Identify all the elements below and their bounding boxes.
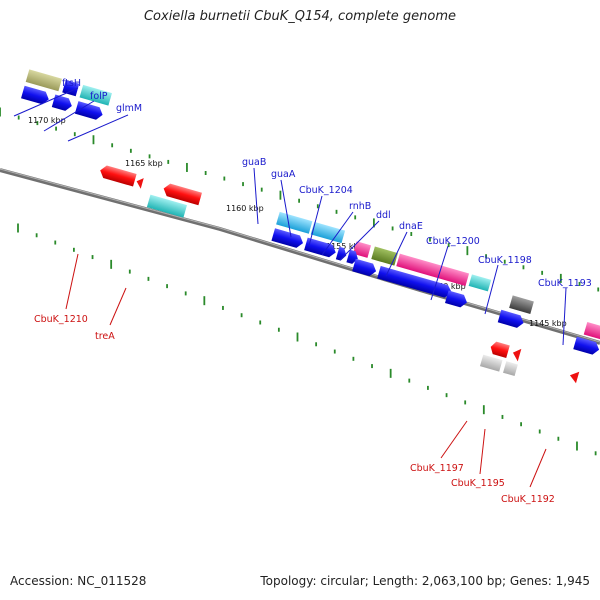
leader-line-ftsH bbox=[13, 87, 79, 117]
gene-label-glmM: glmM bbox=[116, 103, 142, 114]
gene-label-CbuK_1198: CbuK_1198 bbox=[478, 255, 532, 266]
leader-line-rnhB bbox=[321, 211, 354, 256]
gene-feature-ftsH bbox=[25, 69, 62, 92]
gene-label-folP: folP bbox=[90, 91, 108, 102]
leader-line-guaA bbox=[280, 179, 292, 238]
tick-row-top bbox=[0, 107, 600, 292]
gene-label-CbuK_1204: CbuK_1204 bbox=[299, 185, 353, 196]
cds-arrow bbox=[51, 94, 72, 111]
gene-feature-folP bbox=[62, 79, 80, 97]
cds-arrow-reverse bbox=[569, 371, 580, 384]
gene-label-CbuK_1200: CbuK_1200 bbox=[426, 236, 480, 247]
gene-feature-CbuK_1195 bbox=[503, 361, 518, 377]
leader-line-CbuK_1195 bbox=[479, 428, 486, 475]
gene-feature-CbuK_1197 bbox=[479, 354, 503, 372]
cds-arrow bbox=[21, 85, 49, 105]
gene-label-CbuK_1197: CbuK_1197 bbox=[410, 463, 464, 474]
leader-line-CbuK_1200 bbox=[430, 245, 449, 301]
cds-arrow bbox=[445, 290, 467, 308]
cds-arrow bbox=[497, 309, 524, 328]
gene-label-guaB: guaB bbox=[242, 157, 266, 168]
cds-arrow bbox=[352, 258, 377, 277]
leader-line-CbuK_1204 bbox=[308, 195, 323, 247]
reverse-gene-labels: CbuK_1210 treA CbuK_1197 CbuK_1195 CbuK_… bbox=[34, 253, 555, 505]
forward-annotated-genes bbox=[25, 69, 600, 341]
gene-feature-CbuK_1193 bbox=[583, 321, 600, 341]
kbp-label-1165: 1165 kbp bbox=[125, 159, 163, 168]
leader-line-folP bbox=[43, 100, 95, 132]
leader-line-treA bbox=[109, 287, 127, 326]
cds-arrow-reverse bbox=[512, 348, 522, 362]
gene-label-CbuK_1192: CbuK_1192 bbox=[501, 494, 555, 505]
kbp-label-1170: 1170 kbp bbox=[28, 116, 66, 125]
kbp-label-1160: 1160 kbp bbox=[226, 204, 264, 213]
gene-feature-guaA bbox=[310, 221, 346, 244]
cds-arrow-reverse bbox=[163, 183, 202, 206]
leader-line-CbuK_1192 bbox=[529, 448, 547, 488]
cds-arrow bbox=[271, 228, 304, 248]
leader-line-CbuK_1198 bbox=[484, 264, 499, 315]
gene-feature-glmM bbox=[79, 84, 112, 106]
gene-feature-guaB bbox=[276, 211, 313, 234]
accession-text: Accession: NC_011528 bbox=[10, 574, 147, 588]
gene-label-ddl: ddl bbox=[376, 210, 391, 221]
map-title: Coxiella burnetii CbuK_Q154, complete ge… bbox=[143, 9, 457, 24]
gene-label-dnaE: dnaE bbox=[399, 221, 423, 232]
gene-feature-CbuK_1200 bbox=[468, 274, 492, 292]
gene-feature-ddl bbox=[371, 246, 398, 266]
leader-line-guaB bbox=[253, 167, 259, 225]
cds-arrow bbox=[377, 265, 453, 298]
gene-label-CbuK_1210: CbuK_1210 bbox=[34, 314, 88, 325]
leader-line-dnaE bbox=[385, 231, 408, 277]
genome-summary-text: Topology: circular; Length: 2,063,100 bp… bbox=[260, 574, 590, 588]
forward-gene-labels: ftsH folP glmM guaB guaA CbuK_1204 rnhB … bbox=[13, 78, 592, 346]
leader-line-glmM bbox=[67, 114, 129, 142]
gene-label-ftsH: ftsH bbox=[62, 78, 81, 89]
gene-label-CbuK_1195: CbuK_1195 bbox=[451, 478, 505, 489]
gene-feature-CbuK_1198 bbox=[509, 295, 534, 314]
cds-arrow-reverse bbox=[136, 178, 144, 189]
gene-label-CbuK_1193: CbuK_1193 bbox=[538, 278, 592, 289]
cds-arrow bbox=[346, 249, 358, 264]
cds-arrow-reverse bbox=[100, 165, 137, 187]
gene-feature-dnaE bbox=[396, 253, 470, 287]
forward-cds-arrows bbox=[21, 85, 600, 355]
leader-line-CbuK_1193 bbox=[562, 287, 567, 346]
cds-arrow bbox=[304, 237, 336, 258]
leader-line-CbuK_1197 bbox=[440, 420, 468, 459]
leader-line-ddl bbox=[339, 220, 380, 261]
gene-label-guaA: guaA bbox=[271, 169, 296, 180]
gene-feature-CbuK_1204 bbox=[353, 241, 372, 258]
cds-arrow bbox=[74, 101, 103, 120]
kbp-label-1145: 1145 kbp bbox=[529, 319, 567, 328]
gene-label-rnhB: rnhB bbox=[349, 201, 371, 212]
reverse-features bbox=[100, 165, 580, 384]
gene-label-treA: treA bbox=[95, 331, 115, 342]
kbp-label-1155: 1155 kbp bbox=[326, 242, 364, 251]
cds-arrow-reverse bbox=[490, 341, 510, 359]
gene-feature-treA bbox=[146, 194, 187, 218]
leader-line-CbuK_1210 bbox=[65, 253, 79, 310]
cds-arrow bbox=[573, 336, 600, 355]
tick-row-bottom bbox=[17, 223, 597, 456]
cds-arrow bbox=[335, 246, 347, 261]
